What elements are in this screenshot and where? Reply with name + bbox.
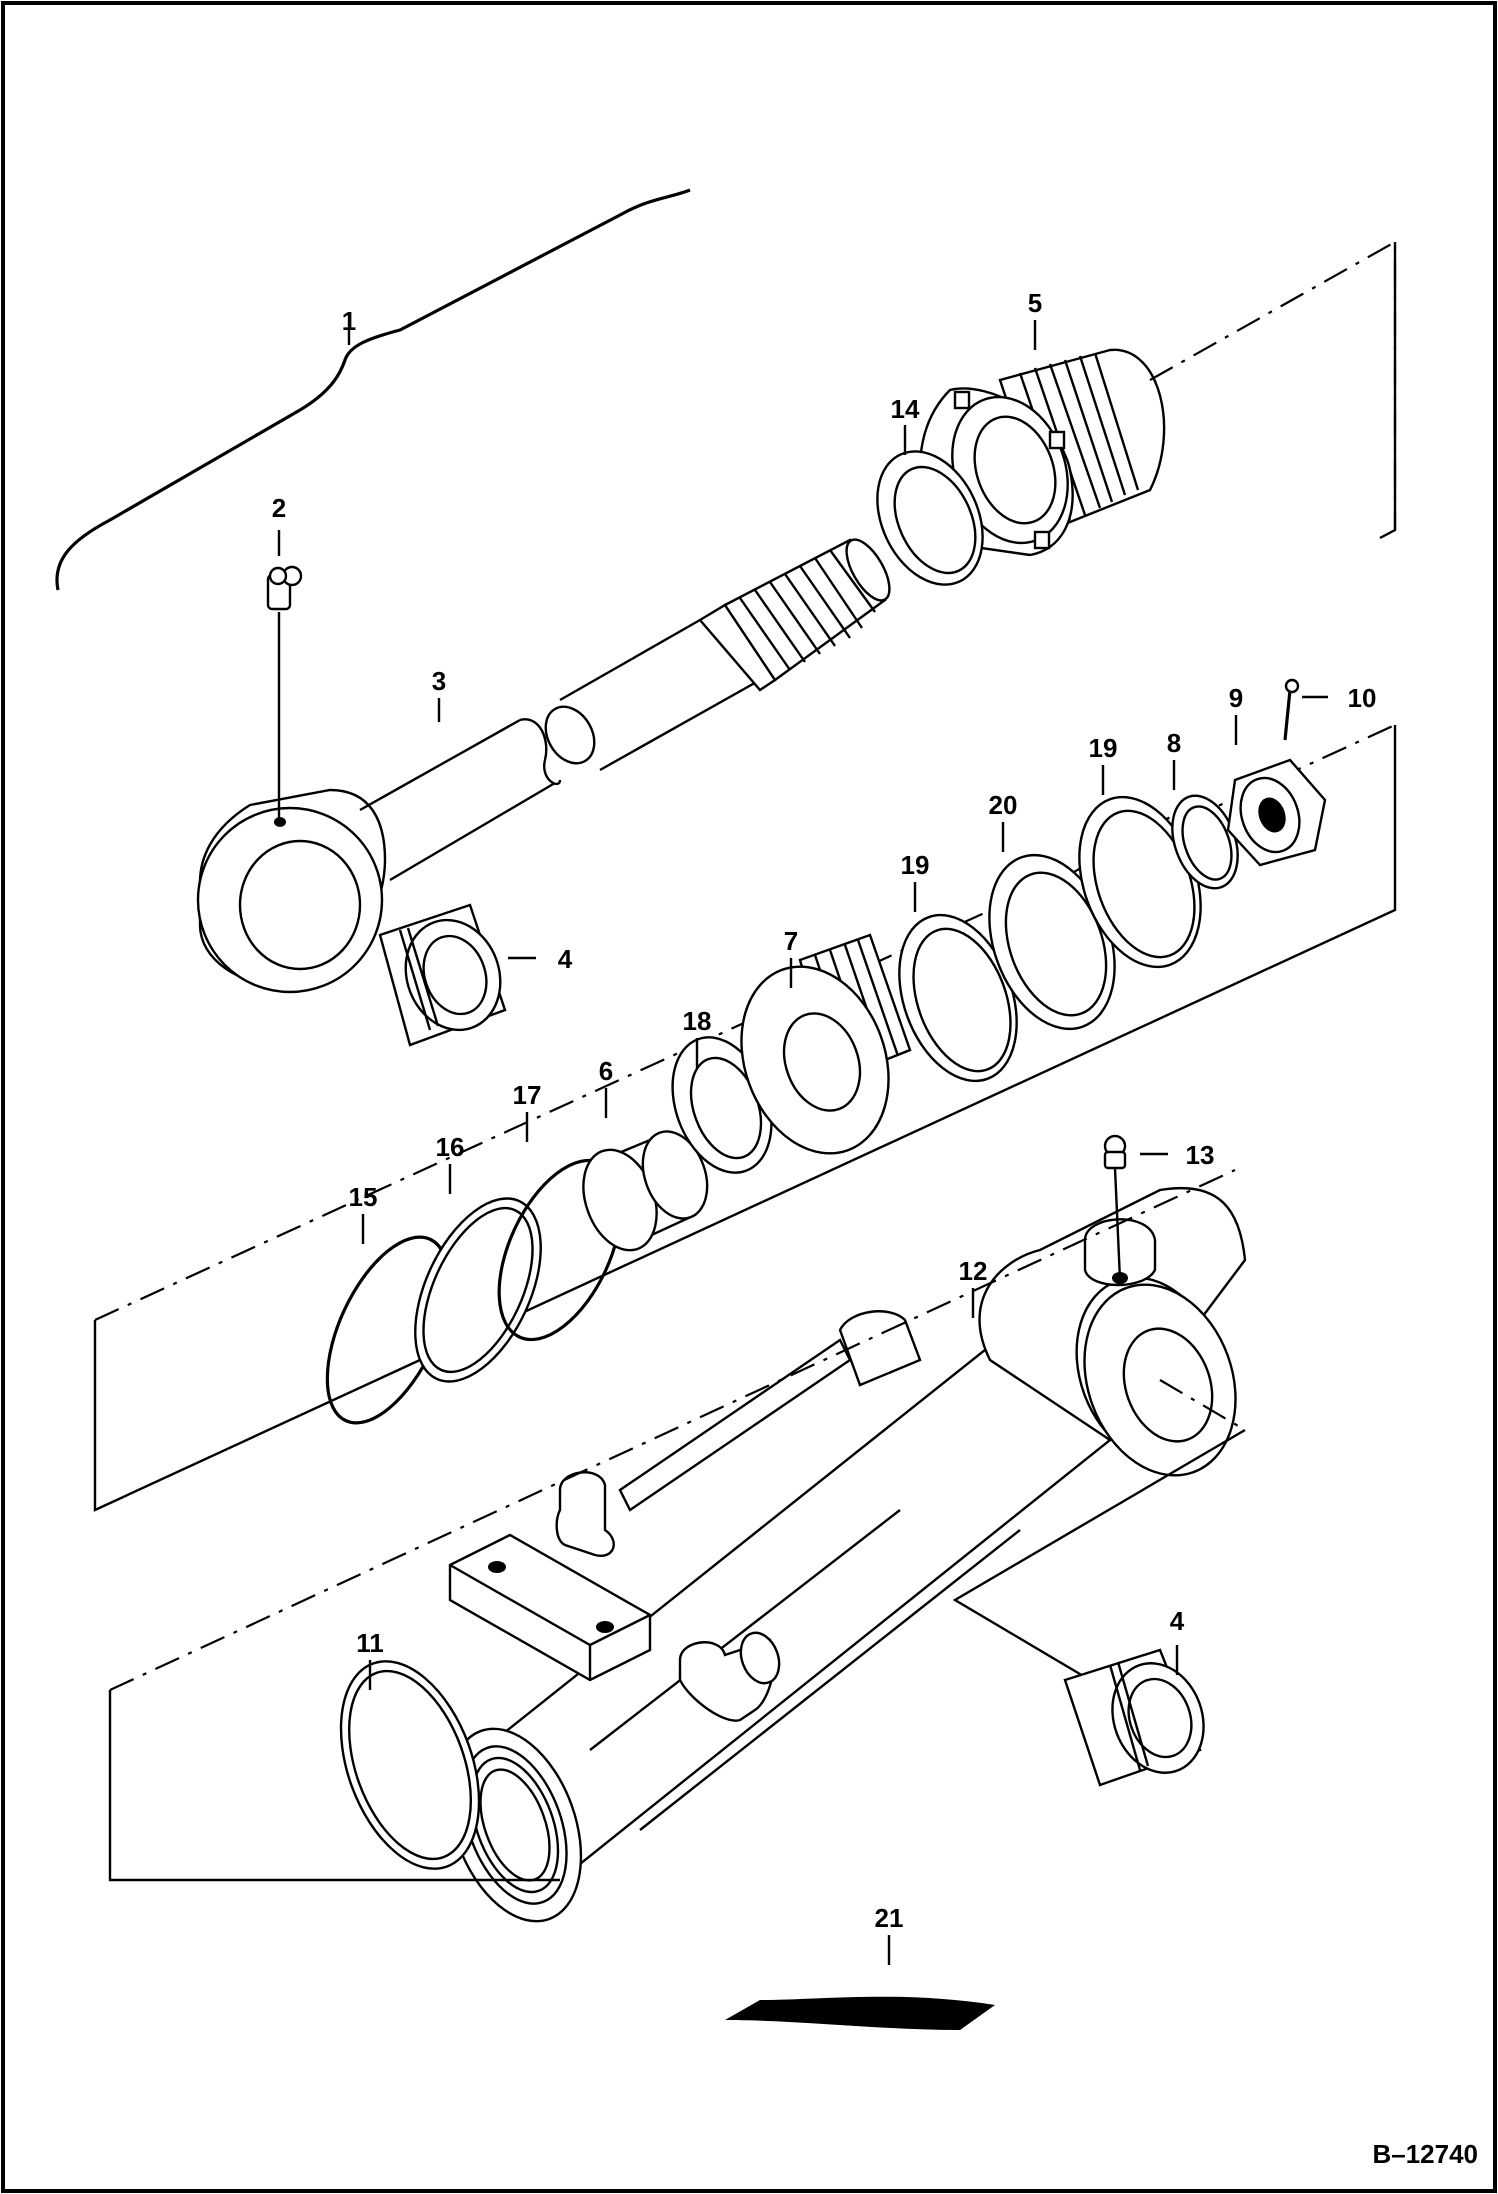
callout-4-upper: 4	[558, 944, 573, 974]
callout-16: 16	[436, 1132, 465, 1162]
callout-18: 18	[683, 1006, 712, 1036]
callout-11: 11	[356, 1628, 384, 1658]
barrel-centerline	[109, 1169, 1236, 1691]
callout-4-lower: 4	[1170, 1606, 1185, 1636]
callout-1: 1	[342, 306, 356, 336]
callout-19-b: 19	[1089, 733, 1118, 763]
backup-ring-16	[414, 1197, 542, 1383]
rod-eye-bore	[238, 839, 362, 971]
callout-21: 21	[875, 1903, 904, 1933]
callout-13: 13	[1186, 1140, 1215, 1170]
rod-break-right	[544, 705, 596, 765]
callout-2: 2	[272, 493, 286, 523]
piston-7	[740, 933, 912, 1155]
callout-7: 7	[784, 926, 798, 956]
assembly-brace	[55, 188, 691, 591]
leader-lines	[277, 320, 1328, 1965]
bushing-lower	[1063, 1648, 1205, 1787]
callout-14: 14	[891, 394, 920, 424]
seal-19-a	[898, 913, 1018, 1083]
callout-17: 17	[513, 1080, 542, 1110]
spacer-6	[582, 1130, 709, 1252]
figure-number: B–12740	[1372, 2139, 1478, 2169]
callout-20: 20	[989, 790, 1018, 820]
callout-3: 3	[432, 666, 446, 696]
callout-10: 10	[1348, 683, 1377, 713]
seal-20	[988, 853, 1116, 1031]
callout-19-a: 19	[901, 850, 930, 880]
seal-19-b	[1078, 795, 1202, 969]
head-centerline	[1149, 240, 1397, 530]
callout-8: 8	[1167, 728, 1181, 758]
cotter-pin-10	[1283, 678, 1300, 741]
rod-break-left	[519, 718, 562, 786]
callout-6: 6	[599, 1056, 613, 1086]
decal-21	[725, 1996, 995, 2030]
grease-fitting-upper	[266, 565, 303, 822]
cylinder-barrel	[447, 1186, 1247, 1923]
callout-9: 9	[1229, 683, 1243, 713]
rod-assembly	[196, 538, 891, 994]
callout-12: 12	[959, 1256, 988, 1286]
seal-14	[876, 450, 984, 586]
rod-threads	[723, 538, 891, 682]
castle-nut-9	[1226, 758, 1327, 867]
o-ring-11	[339, 1660, 481, 1870]
callout-15: 15	[349, 1182, 378, 1212]
bushing-upper	[378, 903, 507, 1047]
callout-5: 5	[1028, 288, 1042, 318]
